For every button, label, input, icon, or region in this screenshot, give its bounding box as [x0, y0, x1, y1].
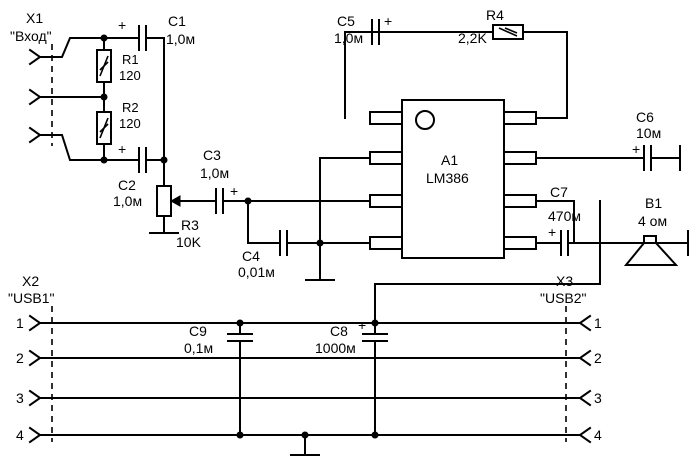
a1-ref: A1 — [441, 152, 458, 168]
r1-ref: R1 — [122, 52, 139, 67]
speaker-b1: B1 4 ом — [623, 195, 689, 266]
capacitor-c3: + C3 1,0м — [200, 147, 371, 214]
r3-ref: R3 — [181, 217, 199, 233]
capacitor-c9: C9 0,1м — [184, 322, 253, 436]
ground-amp — [305, 157, 371, 281]
connector-x3: X3 "USB2" 1 2 3 4 — [540, 273, 602, 444]
x1-name: "Вход" — [10, 28, 52, 44]
r4-ref: R4 — [486, 7, 504, 23]
x2-pin-3: 3 — [16, 390, 24, 406]
c8-value: 1000м — [315, 340, 356, 356]
resistor-r1: R1 120 — [96, 49, 141, 83]
c3-value: 1,0м — [200, 165, 229, 181]
capacitor-c5: + C5 1,0м — [334, 13, 494, 46]
c5-plus: + — [384, 13, 392, 29]
a1-part: LM386 — [426, 170, 469, 186]
b1-value: 4 ом — [638, 213, 667, 229]
c4-ref: C4 — [242, 248, 260, 264]
ic-lm386: A1 LM386 — [344, 31, 537, 259]
c7-ref: C7 — [550, 184, 568, 200]
c6-ref: C6 — [636, 109, 654, 125]
x3-pin-1: 1 — [594, 315, 602, 331]
r4-value: 2,2K — [458, 30, 487, 46]
c2-ref: C2 — [118, 177, 136, 193]
c6-plus: + — [632, 141, 640, 157]
c8-ref: C8 — [330, 323, 348, 339]
x2-pin-2: 2 — [16, 350, 24, 366]
c9-value: 0,1м — [184, 340, 213, 356]
x3-pin-2: 2 — [594, 350, 602, 366]
c9-ref: C9 — [189, 323, 207, 339]
supply-feed — [374, 200, 601, 324]
resistor-r2: R2 120 — [96, 100, 141, 145]
c3-plus: + — [230, 183, 238, 199]
capacitor-c1: + C1 1,0м — [118, 13, 195, 51]
c2-plus: + — [118, 141, 126, 157]
c1-value: 1,0м — [166, 31, 195, 47]
c1-ref: C1 — [168, 13, 186, 29]
ground-bus — [290, 434, 320, 456]
x3-name: "USB2" — [540, 290, 587, 306]
capacitor-c6: + C6 10м — [535, 109, 681, 171]
r3-value: 10K — [176, 234, 202, 250]
c2-value: 1,0м — [113, 193, 142, 209]
c7-plus: + — [548, 224, 556, 240]
r1-value: 120 — [119, 68, 141, 83]
x3-ref: X3 — [556, 273, 573, 289]
c1-plus: + — [118, 17, 126, 33]
potentiometer-r3: R3 10K — [149, 185, 217, 250]
c4-value: 0,01м — [238, 264, 275, 280]
r2-value: 120 — [119, 116, 141, 131]
x2-name: "USB1" — [8, 290, 55, 306]
usb-bus — [39, 319, 581, 439]
input-rail — [160, 37, 168, 187]
input-wires — [39, 34, 127, 164]
x2-pin-4: 4 — [16, 427, 24, 443]
x2-pin-1: 1 — [16, 315, 24, 331]
c8-plus: + — [358, 317, 366, 333]
c5-ref: C5 — [337, 13, 355, 29]
x3-pin-4: 4 — [594, 427, 602, 443]
c5-value: 1,0м — [334, 30, 363, 46]
capacitor-c8: + C8 1000м — [315, 317, 388, 436]
capacitor-c2: + C2 1,0м — [113, 141, 165, 209]
x2-ref: X2 — [22, 273, 39, 289]
connector-x2: X2 "USB1" 1 2 3 4 — [8, 273, 55, 444]
connector-x1: X1 "Вход" — [10, 10, 53, 146]
capacitor-c4: C4 0,01м — [238, 200, 371, 280]
x3-pin-3: 3 — [594, 390, 602, 406]
c3-ref: C3 — [203, 147, 221, 163]
r2-ref: R2 — [122, 100, 139, 115]
c6-value: 10м — [636, 125, 661, 141]
c7-value: 470м — [548, 208, 581, 224]
capacitor-c7: + C7 470м — [535, 184, 645, 256]
resistor-r4: R4 2,2K — [458, 7, 568, 119]
b1-ref: B1 — [645, 195, 662, 211]
x1-ref: X1 — [26, 10, 43, 26]
